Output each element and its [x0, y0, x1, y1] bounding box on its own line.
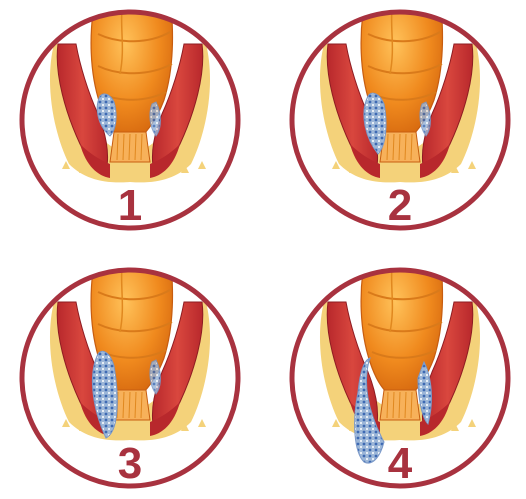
stage-illustration-1: 1	[14, 4, 246, 236]
stage-illustration-3: 3	[14, 262, 246, 494]
stage-number-label: 4	[388, 439, 413, 488]
stage-number-label: 1	[118, 181, 142, 230]
stage-panel-4: 4	[284, 262, 516, 494]
stage-illustration-2: 2	[284, 4, 516, 236]
stage-panel-2: 2	[284, 4, 516, 236]
stage-panel-3: 3	[14, 262, 246, 494]
stage-illustration-4: 4	[284, 262, 516, 494]
stage-panel-1: 1	[14, 4, 246, 236]
stage-number-label: 3	[118, 439, 142, 488]
stage-number-label: 2	[388, 181, 412, 230]
